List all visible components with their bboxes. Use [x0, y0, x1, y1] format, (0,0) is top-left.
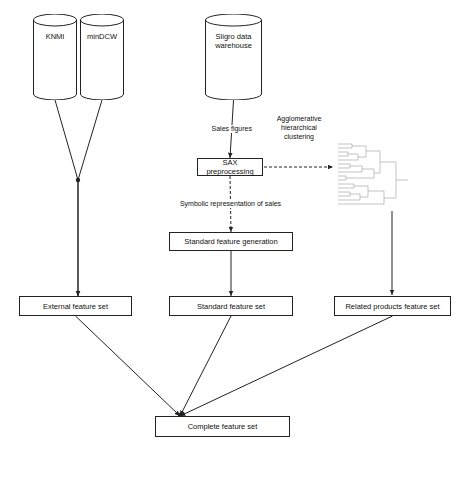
clustering-arrow [264, 167, 333, 168]
flow-arrow [180, 316, 231, 416]
node-text: External feature set [41, 302, 110, 311]
annotation-label: Agglomerative hierarchical clustering [266, 114, 332, 141]
node-text: Standard feature generation [182, 237, 279, 246]
database-cylinder: Sligro data warehouse [205, 14, 262, 100]
database-cylinder: KNMI [33, 14, 77, 100]
cylinder-rim [34, 20, 77, 26]
node-text: Complete feature set [186, 422, 260, 431]
cylinder-outline [33, 14, 77, 100]
cylinder-outline [205, 14, 262, 100]
cylinder-outline [80, 14, 124, 100]
database-cylinder: minDCW [80, 14, 124, 100]
node-text: Related products feature set [343, 302, 441, 311]
flow-arrow [231, 251, 232, 296]
flow-arrow [76, 316, 181, 416]
edge-label: Symbolic representation of sales [178, 200, 283, 208]
node-text: KNMI [44, 32, 67, 41]
cylinder-rim [206, 20, 262, 26]
cylinder-body [81, 14, 124, 100]
process-box: Standard feature generation [169, 232, 293, 251]
flow-arrow [180, 316, 393, 416]
flow-arrow [78, 100, 102, 296]
node-text: Sligro data warehouse [205, 32, 262, 50]
dendrogram [338, 144, 408, 204]
process-box: Complete feature set [155, 416, 290, 437]
cylinder-rim [81, 20, 124, 26]
process-box: External feature set [19, 296, 132, 316]
process-box: Standard feature set [169, 296, 293, 316]
cylinder-body [206, 14, 262, 100]
node-text: SAX preprocessing [198, 158, 262, 176]
node-text: Standard feature set [195, 302, 267, 311]
process-box: Related products feature set [334, 296, 451, 316]
flow-arrow [55, 100, 78, 296]
edge-label: Sales figures [210, 125, 254, 133]
cylinder-body [34, 14, 77, 100]
dendrogram-arrow [392, 211, 393, 295]
node-text: minDCW [85, 32, 119, 41]
process-box: SAX preprocessing [197, 158, 263, 176]
